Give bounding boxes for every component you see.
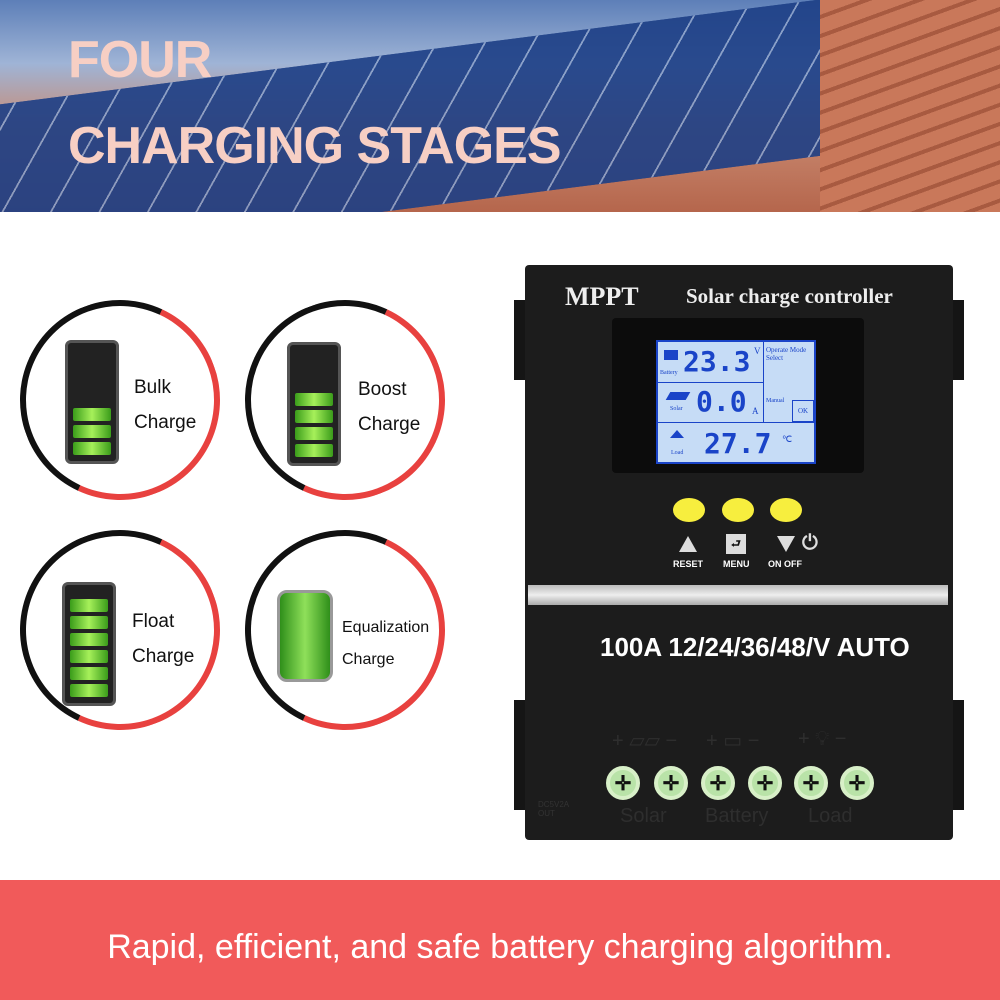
reset-button[interactable] [673,498,705,522]
roof-tiles [820,0,1000,212]
power-icon: ⏻ [802,532,818,554]
tagline: Rapid, efficient, and safe battery charg… [107,928,893,966]
solar-positive-terminal[interactable]: ✛ [606,766,640,800]
load-negative-terminal[interactable]: ✛ [840,766,874,800]
voltage-readout: 23.3 [683,345,751,378]
mount-flange [950,300,964,380]
battery-terminal-label: Battery [705,805,769,827]
manual-label: Manual [766,398,785,404]
bulb-symbol-icon: + 💡︎ − [798,728,847,750]
banner-title-line1: FOUR [68,31,212,89]
mount-flange [514,700,528,810]
solar-negative-terminal[interactable]: ✛ [654,766,688,800]
menu-label: MENU [723,559,750,569]
lamp-icon [670,430,684,438]
current-readout: 0.0 [696,385,747,418]
footer-band [0,880,1000,1000]
battery-negative-terminal[interactable]: ✛ [748,766,782,800]
load-terminal-label: Load [808,805,853,827]
battery-icon [287,342,341,466]
onoff-label: ON OFF [768,559,802,569]
banner-image: FOUR CHARGING STAGES [0,0,1000,212]
current-unit: A [752,406,759,416]
battery-icon [62,582,116,706]
mount-flange [950,700,964,810]
solar-terminal-label: Solar [620,805,667,827]
battery-symbol-icon: + ▭ − [706,730,760,752]
menu-icon: ⮐ [726,534,746,554]
battery-icon [664,350,678,360]
load-positive-terminal[interactable]: ✛ [794,766,828,800]
battery-label: Battery [660,370,678,376]
reset-label: RESET [673,559,704,569]
temperature-unit: ℃ [782,434,793,444]
banner-title-line2: CHARGING STAGES [68,117,562,175]
silver-strip [528,585,948,605]
mode-title: Operate Mode Select [766,346,807,362]
battery-positive-terminal[interactable]: ✛ [701,766,735,800]
triangle-down-minus-icon [777,536,795,552]
onoff-button[interactable] [770,498,802,522]
device-subtitle: Solar charge controller [686,284,893,308]
stage-ring [216,271,474,529]
lcd-screen: Battery 23.3 V Solar 0.0 A Load 27.7 ℃ O… [656,340,816,464]
triangle-up-plus-icon [679,536,697,552]
stage-ring [0,501,249,759]
brand-label: MPPT [565,282,639,311]
voltage-unit: V [754,346,761,356]
battery-plug-icon [277,590,333,682]
stage-ring [0,271,249,529]
usb-label: DC5V2A OUT [538,800,569,818]
solar-panel-icon [665,392,691,400]
solar-symbol-icon: + ▱▱ − [612,730,678,752]
spec-label: 100A 12/24/36/48/V AUTO [600,632,910,662]
mount-flange [514,300,528,380]
menu-button[interactable] [722,498,754,522]
ok-box: OK [792,400,814,422]
load-label: Load [671,450,684,456]
battery-icon [65,340,119,464]
temperature-readout: 27.7 [704,427,772,460]
solar-label: Solar [670,406,683,412]
